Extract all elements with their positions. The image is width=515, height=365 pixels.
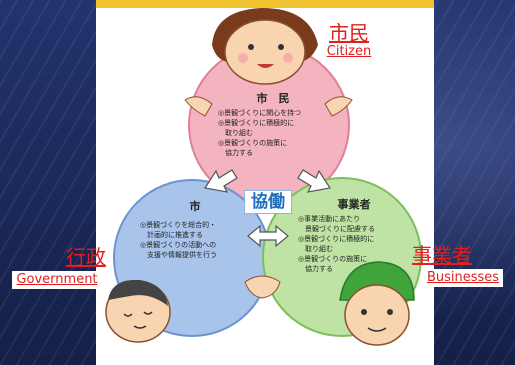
citizen-circle-text: 市 民 ◎景観づくりに関心を持つ ◎景観づくりに積極的に 取り組む ◎景観づくり… — [218, 90, 328, 158]
label-businesses: 事業者 Businesses — [412, 244, 514, 287]
label-businesses-en: Businesses — [422, 269, 504, 287]
citizen-circle-line: ◎景観づくりに関心を持つ — [218, 109, 302, 117]
label-government: 行政 Government — [4, 246, 110, 289]
business-circle-line: 取り組む — [298, 245, 333, 253]
business-face-illustration — [339, 261, 415, 346]
business-circle-line: ◎景観づくりに積極的に — [298, 235, 375, 243]
citizen-circle-title: 市 民 — [256, 92, 290, 105]
label-businesses-jp: 事業者 — [412, 243, 472, 267]
citizen-circle-line: 協力する — [218, 149, 253, 157]
label-citizen: 市民 Citizen — [318, 22, 380, 59]
arrow-citizen-business — [297, 169, 331, 193]
business-circle-line: ◎景観づくりの施策に — [298, 255, 368, 263]
citizen-circle-line: 取り組む — [218, 129, 253, 137]
citizen-circle-line: ◎景観づくりに積極的に — [218, 119, 295, 127]
business-circle-line: ◎事業活動にあたり — [298, 215, 361, 223]
city-circle-line: 計画的に推進する — [140, 231, 203, 239]
business-circle-line: 協力する — [298, 265, 333, 273]
label-government-en: Government — [12, 271, 102, 289]
citizen-right-hand — [324, 96, 353, 117]
city-circle-line: ◎景観づくりの活動への — [140, 241, 217, 249]
arrow-citizen-city — [204, 169, 238, 193]
business-circle-line: 景観づくりに配慮する — [298, 225, 375, 233]
business-circle-text: 事業者 ◎事業活動にあたり 景観づくりに配慮する ◎景観づくりに積極的に 取り組… — [298, 196, 410, 274]
label-citizen-jp: 市民 — [329, 21, 369, 45]
business-circle-title: 事業者 — [337, 198, 371, 211]
city-circle-title: 市 — [189, 200, 201, 213]
label-citizen-en: Citizen — [326, 44, 372, 59]
label-government-jp: 行政 — [66, 245, 106, 269]
city-circle-line: 支援や情報提供を行う — [140, 251, 217, 259]
government-face-illustration — [105, 279, 171, 343]
center-cooperation-label: 協働 — [244, 190, 292, 214]
city-circle-line: ◎景観づくりを総合的・ — [140, 221, 217, 229]
citizen-left-hand — [184, 96, 213, 117]
joined-hands — [244, 275, 281, 299]
city-circle-text: 市 ◎景観づくりを総合的・ 計画的に推進する ◎景観づくりの活動への 支援や情報… — [140, 198, 250, 260]
arrow-city-business — [247, 224, 289, 248]
citizen-face-illustration — [212, 8, 318, 85]
citizen-circle-line: ◎景観づくりの施策に — [218, 139, 288, 147]
